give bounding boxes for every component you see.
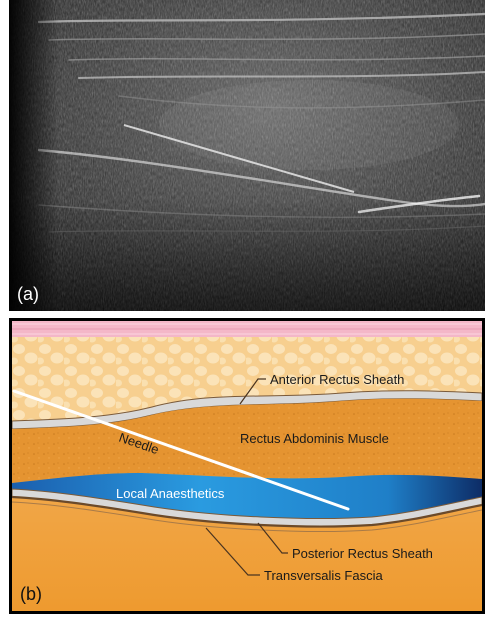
schematic-panel: Anterior Rectus Sheath Rectus Abdominis … (9, 318, 485, 614)
schematic-diagram: Anterior Rectus Sheath Rectus Abdominis … (12, 321, 482, 611)
label-local-anaesthetics: Local Anaesthetics (116, 486, 225, 501)
ultrasound-image (9, 0, 485, 311)
label-transversalis-fascia: Transversalis Fascia (264, 568, 383, 583)
label-posterior-rectus-sheath: Posterior Rectus Sheath (292, 546, 433, 561)
panel-b-label: (b) (20, 584, 42, 605)
label-rectus-abdominis-muscle: Rectus Abdominis Muscle (240, 431, 389, 446)
label-anterior-rectus-sheath: Anterior Rectus Sheath (270, 372, 404, 387)
ultrasound-panel: (a) (9, 0, 485, 311)
panel-a-label: (a) (17, 284, 39, 305)
